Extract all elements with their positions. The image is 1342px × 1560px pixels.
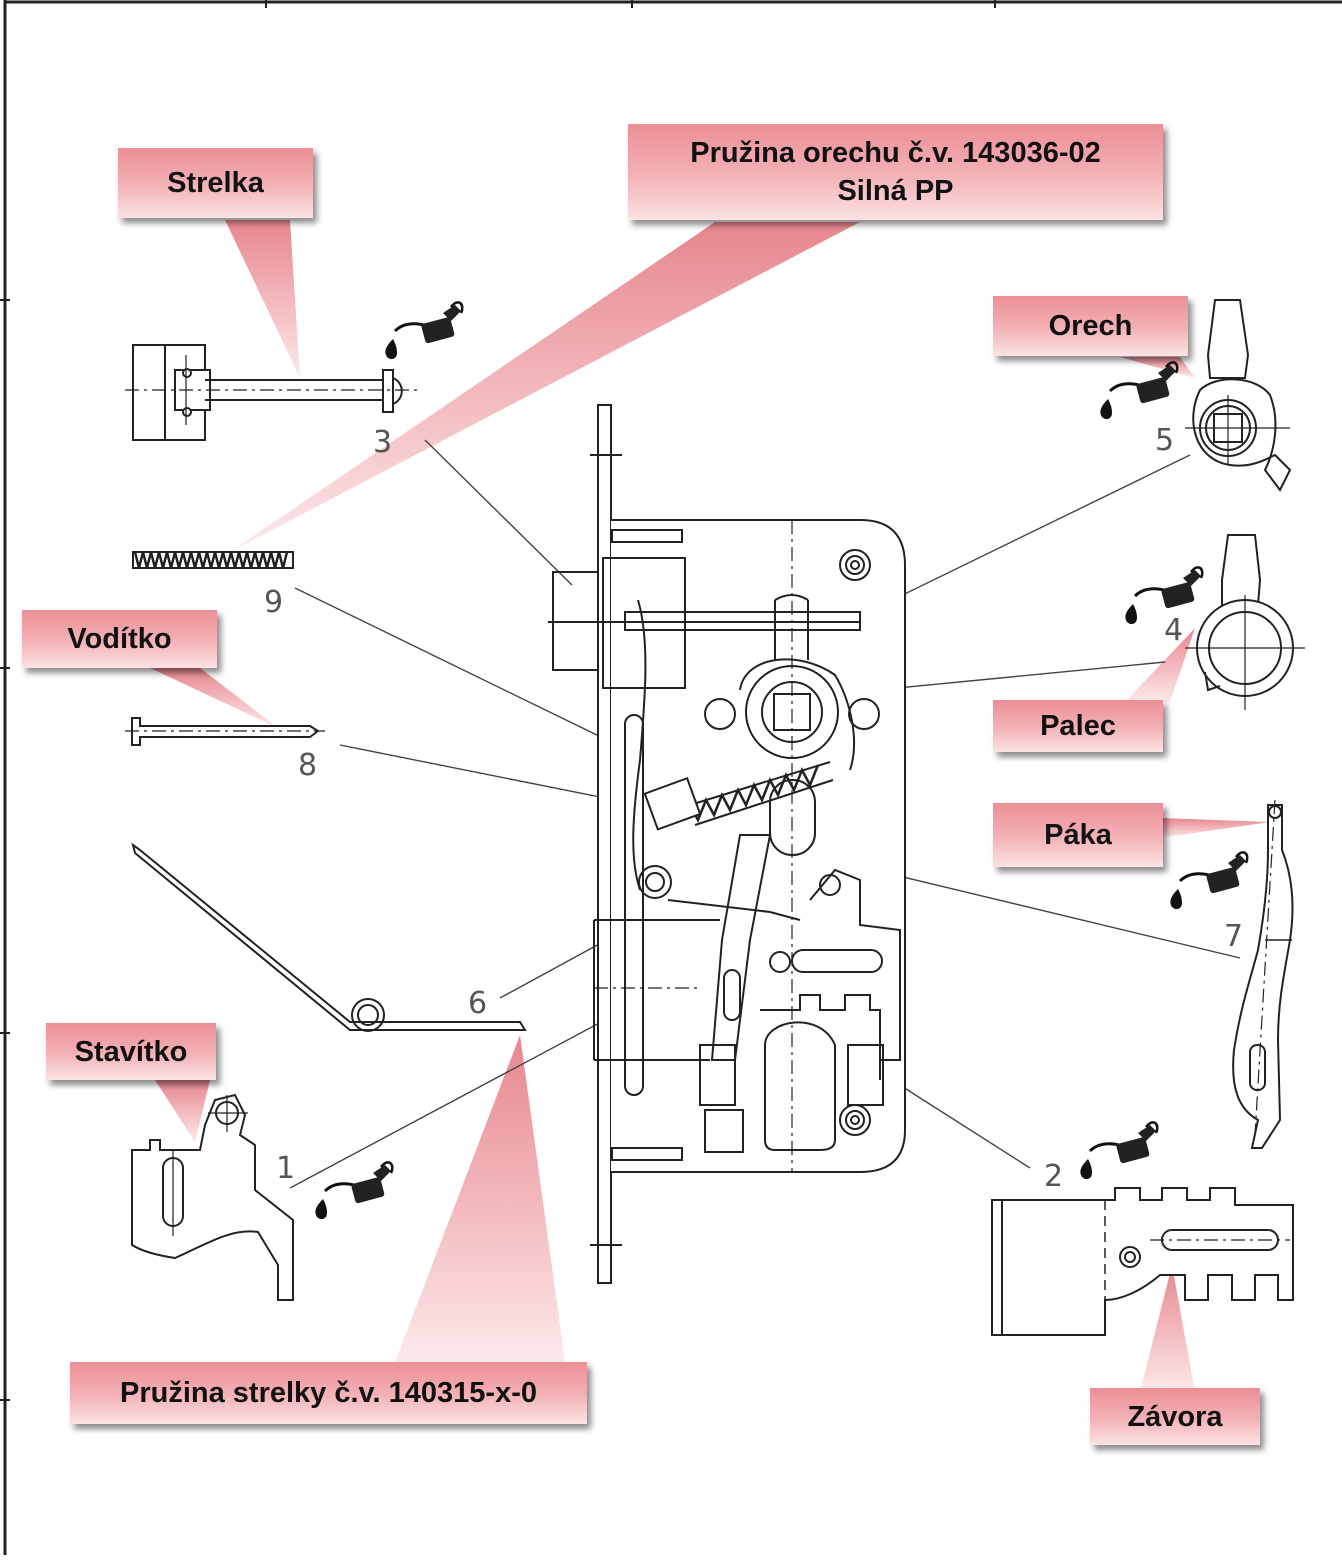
latch-spring-wire-part [131, 842, 527, 1032]
callout-zavora: Závora [1090, 1388, 1260, 1445]
oil-can-icon [313, 1160, 394, 1221]
callout-orech-text: Orech [1048, 310, 1133, 342]
lever-part [1232, 799, 1294, 1149]
guide-part [125, 717, 325, 746]
callout-palec: Palec [993, 700, 1163, 752]
callout-pruzina-strelky-text: Pružina strelky č.v. 140315-x-0 [120, 1377, 537, 1409]
callout-pruzina-orechu-line2: Silná PP [837, 175, 954, 207]
callout-voditko: Vodítko [22, 610, 217, 668]
oil-can-icon [383, 300, 464, 361]
deadbolt-part [991, 1187, 1294, 1336]
callout-pruzina-strelky: Pružina strelky č.v. 140315-x-0 [70, 1362, 587, 1424]
hub-part [1185, 534, 1305, 710]
part-number-9: 9 [264, 585, 283, 620]
callout-paka: Páka [993, 803, 1163, 867]
part-number-3: 3 [373, 425, 392, 460]
part-number-2: 2 [1044, 1159, 1063, 1194]
callout-zavora-text: Závora [1127, 1400, 1223, 1433]
callout-pruzina-orechu: Pružina orechu č.v. 143036-02 Silná PP [628, 124, 1163, 220]
callout-paka-text: Páka [1044, 819, 1112, 851]
oil-can-icon [1078, 1120, 1159, 1181]
callout-pruzina-orechu-line1: Pružina orechu č.v. 143036-02 [690, 137, 1101, 169]
lock-body [548, 404, 906, 1284]
part-number-5: 5 [1155, 423, 1174, 458]
callout-stavitko-text: Stavítko [74, 1035, 188, 1068]
part-number-4: 4 [1164, 613, 1183, 648]
callout-strelka-text: Strelka [167, 167, 264, 199]
part-number-8: 8 [298, 748, 317, 783]
adjuster-part [131, 1093, 294, 1301]
follower-part [1185, 299, 1292, 492]
callout-stavitko: Stavítko [46, 1023, 216, 1080]
oil-can-icon [1168, 850, 1249, 911]
callout-palec-text: Palec [1040, 710, 1116, 742]
callout-strelka: Strelka [118, 148, 313, 218]
callout-voditko-text: Vodítko [67, 623, 172, 655]
latch-spring-part [132, 551, 294, 569]
oil-can-icon [1098, 360, 1179, 421]
callout-orech: Orech [993, 296, 1188, 356]
part-number-7: 7 [1224, 919, 1243, 954]
part-number-6: 6 [468, 986, 487, 1021]
part-number-1: 1 [276, 1151, 295, 1186]
latch-bolt-part [125, 344, 420, 441]
